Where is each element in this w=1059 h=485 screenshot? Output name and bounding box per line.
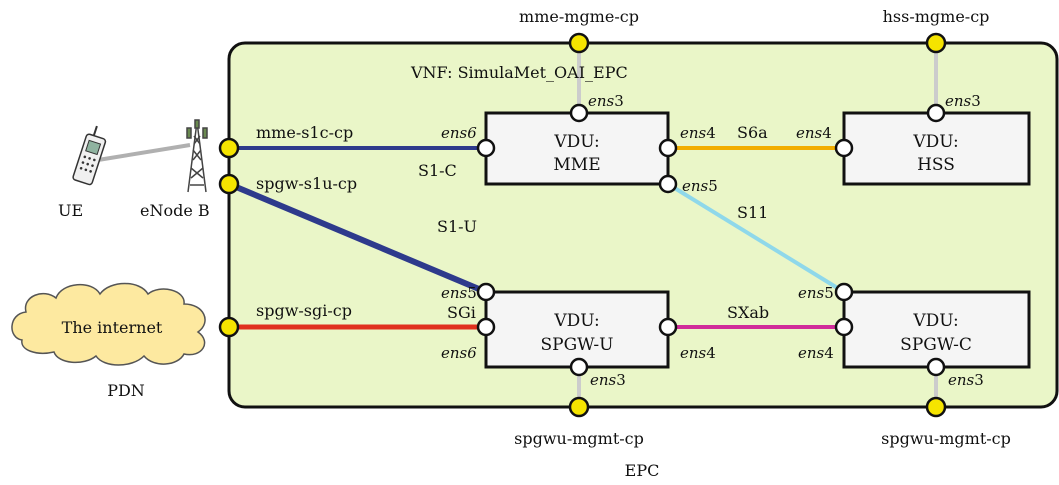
port-spgwu-left: [476, 317, 496, 337]
port-mme-top-label: ens3: [588, 92, 624, 110]
port-spgwu-right: [658, 317, 678, 337]
cp-mme-s1c-label: mme-s1c-cp: [256, 123, 353, 142]
cp-spgwc-mgmt-label: spgwu-mgmt-cp: [881, 429, 1011, 448]
vdu-spgwc[interactable]: VDU: SPGW-C: [842, 290, 1031, 369]
vdu-hss[interactable]: VDU: HSS: [842, 111, 1031, 186]
port-spgwu-left-label: ens6: [441, 344, 477, 362]
epc-label: EPC: [625, 461, 660, 480]
vdu-mme-label-2: MME: [553, 155, 600, 175]
vdu-mme[interactable]: VDU: MME: [484, 111, 670, 186]
internet-cloud: [11, 282, 206, 366]
port-hss-left-label: ens4: [796, 124, 832, 142]
port-mme-left-label: ens6: [441, 124, 477, 142]
cp-spgwc-mgmt[interactable]: [925, 396, 947, 418]
s1u-link: [227, 181, 488, 295]
s1c-label: S1-C: [418, 161, 457, 180]
vnf-title: VNF: SimulaMet_OAI_EPC: [410, 63, 628, 82]
ue-enodeb-link: [97, 143, 191, 162]
cp-spgw-sgi-label: spgw-sgi-cp: [256, 301, 352, 320]
port-spgwu-bottom: [569, 357, 589, 377]
port-spgwu-right-label: ens4: [680, 344, 716, 362]
enodeb-tower-icon: [186, 119, 208, 193]
port-mme-top: [569, 103, 589, 123]
enodeb-label: eNode B: [140, 201, 210, 220]
cp-mme-mgme-label: mme-mgme-cp: [519, 7, 639, 26]
port-hss-top: [926, 103, 946, 123]
port-hss-top-label: ens3: [945, 92, 981, 110]
port-spgwu-top-left-label: ens5: [441, 284, 477, 302]
port-mme-bottom: [658, 174, 678, 194]
vdu-hss-label-1: VDU:: [912, 132, 958, 152]
sgi-label: SGi: [447, 303, 476, 322]
vdu-spgwu[interactable]: VDU: SPGW-U: [484, 290, 670, 369]
port-spgwc-bottom: [926, 357, 946, 377]
cp-hss-mgme-label: hss-mgme-cp: [883, 7, 990, 26]
port-mme-bottom-label: ens5: [682, 177, 718, 195]
s11-link: [666, 182, 846, 294]
sxab-label: SXab: [727, 303, 769, 322]
vdu-mme-label-1: VDU:: [553, 132, 599, 152]
s6a-label: S6a: [737, 123, 768, 142]
ue-label: UE: [58, 201, 83, 220]
vdu-spgwc-label-1: VDU:: [912, 311, 958, 331]
cp-mme-mgme[interactable]: [568, 32, 590, 54]
cp-spgw-s1u-label: spgw-s1u-cp: [256, 174, 357, 193]
port-spgwc-left-label: ens4: [798, 344, 834, 362]
cp-spgw-s1u[interactable]: [218, 173, 240, 195]
cp-spgwu-mgmt[interactable]: [568, 396, 590, 418]
ue-phone-icon: [72, 125, 107, 186]
s11-label: S11: [737, 203, 768, 222]
port-spgwu-top-left: [476, 282, 496, 302]
vdu-spgwu-label-1: VDU:: [553, 311, 599, 331]
port-spgwc-top-left-label: ens5: [798, 284, 834, 302]
port-spgwc-left: [834, 317, 854, 337]
cp-spgw-sgi[interactable]: [218, 316, 240, 338]
s1u-label: S1-U: [437, 217, 477, 236]
port-hss-left: [834, 138, 854, 158]
port-spgwc-bottom-label: ens3: [948, 371, 984, 389]
port-spgwc-top-left: [834, 282, 854, 302]
vdu-spgwu-label-2: SPGW-U: [541, 335, 614, 355]
cp-spgwu-mgmt-label: spgwu-mgmt-cp: [514, 429, 644, 448]
port-mme-right-label: ens4: [680, 124, 716, 142]
pdn-label: PDN: [107, 381, 145, 400]
port-mme-left: [476, 138, 496, 158]
cp-hss-mgme[interactable]: [925, 32, 947, 54]
vdu-hss-label-2: HSS: [917, 155, 955, 175]
port-mme-right: [658, 138, 678, 158]
vdu-spgwc-label-2: SPGW-C: [900, 335, 972, 355]
port-spgwu-bottom-label: ens3: [590, 371, 626, 389]
cp-mme-s1c[interactable]: [218, 137, 240, 159]
internet-label: The internet: [62, 318, 163, 337]
